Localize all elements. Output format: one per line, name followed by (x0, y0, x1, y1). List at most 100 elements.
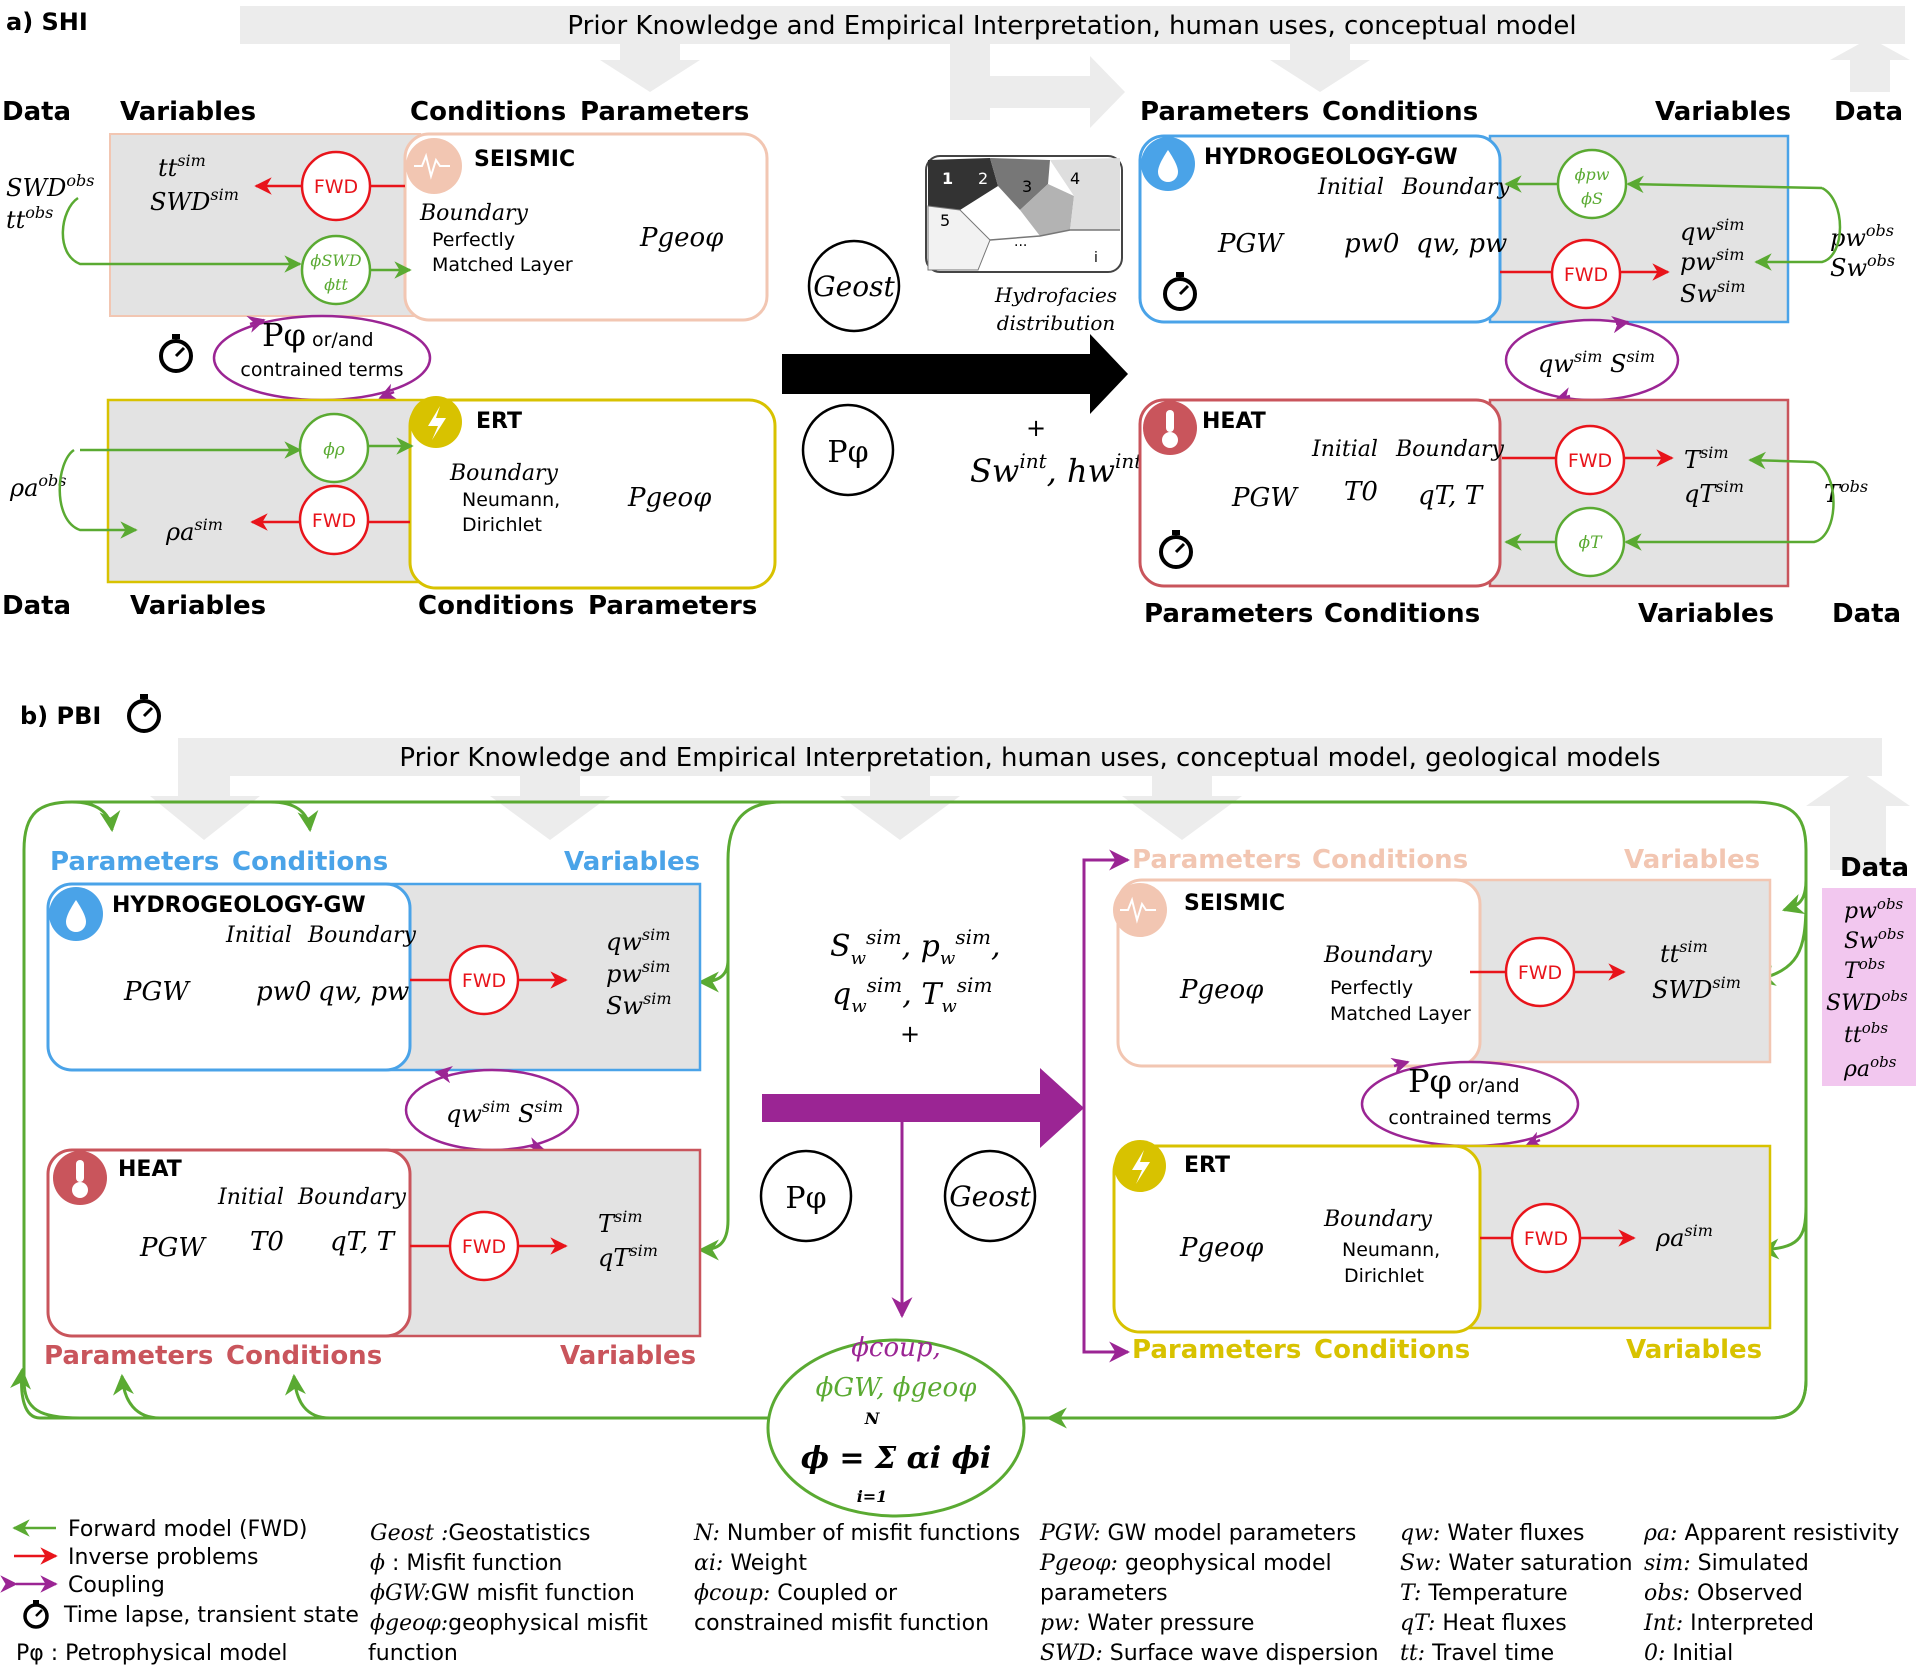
panel-b-data-tt: ttobs (1844, 1019, 1888, 1048)
ert-a-cond-line3: Dirichlet (462, 514, 542, 536)
coupling-b-arrow-up (1390, 1057, 1410, 1075)
legend-zero: 0: Initial (1644, 1641, 1733, 1666)
pphi-b-node (759, 1149, 853, 1243)
seismic-a-fwd-label: FWD (314, 176, 358, 198)
legend-pgw: PGW: GW model parameters (1039, 1521, 1356, 1546)
seismic-a-param: Pgeoφ (639, 223, 724, 253)
gw-b-hdr-conditions: Conditions (232, 847, 388, 877)
seismic-b-cond-line3: Matched Layer (1330, 1003, 1471, 1025)
seismic-a-data-to-misfit (61, 196, 302, 273)
gw-b-module-box (46, 882, 412, 1072)
thermometer-glyph-bulb (1162, 432, 1178, 448)
thermometer-glyph-bulb (72, 1182, 88, 1198)
seismic-b-hdr-variables: Variables (1624, 845, 1760, 875)
heat-a-hdr-data: Data (1832, 599, 1901, 629)
heat-b-init: T0 (250, 1227, 284, 1257)
facies-label-more: ... (1014, 234, 1027, 250)
banner-b-down-1 (150, 776, 260, 840)
heat-a-module-box (1138, 398, 1502, 588)
ert-module-b: ERT Pgeoφ Boundary Neumann, Dirichlet FW… (1112, 1140, 1772, 1365)
seismic-a-var-swd: SWDsim (150, 185, 239, 216)
gw-heat-coupling-b-arrow-up (434, 1065, 453, 1084)
heat-a-param: PGW (1231, 483, 1299, 513)
thermometer-glyph-stem (1166, 410, 1174, 432)
pphi-b-label: Pφ (785, 1181, 826, 1216)
facies-label-i: i (1094, 250, 1098, 266)
ert-b-hdr-parameters: Parameters (1132, 1335, 1301, 1365)
gw-a-module-box (1138, 134, 1502, 324)
heat-a-data-t: Tobs (1824, 477, 1868, 508)
misfit-sum-bottom: i=1 (857, 1487, 888, 1506)
ert-a-hdr-parameters: Parameters (588, 591, 757, 621)
gw-a-var-pw: pwsim (1680, 245, 1744, 276)
panel-b-banner-text: Prior Knowledge and Empirical Interpreta… (399, 743, 1660, 773)
heat-b-param: PGW (139, 1233, 207, 1263)
stopwatch-icon (23, 1600, 49, 1629)
legend-qw: qw: Water fluxes (1400, 1521, 1585, 1546)
heat-b-var-qt: qTsim (598, 1241, 658, 1272)
panel-b-middle: Swsim, pwsim, qwsim, Twsim + Pφ Geost ϕc… (759, 849, 1131, 1518)
legend-timelapse: Time lapse, transient state (63, 1603, 359, 1628)
gw-a-param: PGW (1217, 229, 1285, 259)
panel-a-label: a) SHI (6, 8, 88, 36)
loop-bottom-right (1769, 1379, 1808, 1420)
heat-a-cond-initial: Initial (1311, 437, 1378, 462)
seismic-a-hdr-parameters: Parameters (580, 97, 749, 127)
gw-a-fwd-node (1550, 238, 1622, 310)
legend-inverse: Inverse problems (68, 1545, 259, 1570)
loop-to-data (1782, 879, 1808, 914)
gw-heat-coupling-a: qwsim Ssim (1504, 315, 1680, 405)
ert-a-cond-line2: Neumann, (462, 489, 560, 511)
facies-label-3: 3 (1022, 177, 1032, 196)
gw-b-fwd-label: FWD (462, 970, 506, 992)
heat-b-module-box (46, 1148, 412, 1338)
misfit-sum: ϕ = Σ αi ϕi (801, 1441, 992, 1476)
legend-qt: qT: Heat fluxes (1400, 1611, 1567, 1636)
panel-a-banner (240, 6, 1905, 44)
heat-b-bnd: qT, T (330, 1227, 396, 1257)
panel-b-arrow-to-seismic (1082, 849, 1131, 1108)
facies-zone-4 (1050, 158, 1120, 230)
seismic-wave-glyph (1120, 896, 1156, 924)
gw-heat-coupling-b-text: qwsim Ssim (446, 1097, 563, 1128)
ert-a-hdr-conditions: Conditions (418, 591, 574, 621)
panel-b-data-column: Data pwobs Swobs Tobs SWDobs ttobs ρaobs (1822, 853, 1916, 1086)
coupling-a-arrow-up (246, 315, 266, 333)
legend-pgeo: Pgeoφ: geophysical model (1039, 1551, 1332, 1576)
gw-a-misfit-s: ϕS (1581, 189, 1603, 208)
banner-down-arrow-1 (600, 44, 700, 92)
coupling-b-constrained: contrained terms (1388, 1107, 1551, 1129)
ert-a-hdr-variables: Variables (130, 591, 266, 621)
panel-b-arrow-to-ert (1082, 1108, 1131, 1363)
seismic-module-a: Data Variables Conditions Parameters SEI… (2, 97, 769, 322)
legend-int: Int: Interpreted (1643, 1611, 1814, 1636)
legend-col3: N: Number of misfit functions αi: Weight… (693, 1521, 1020, 1636)
lightning-glyph (428, 406, 446, 440)
panel-b-data-box (1822, 888, 1916, 1086)
gw-a-cond-boundary: Boundary (1401, 175, 1510, 200)
gw-b-hdr-variables: Variables (564, 847, 700, 877)
water-drop-glyph (1158, 150, 1178, 182)
seismic-b-param: Pgeoφ (1179, 975, 1264, 1005)
loop-to-heat-conditions (284, 1373, 331, 1420)
legend-phi: ϕ : Misfit function (370, 1551, 562, 1576)
stopwatch-icon (159, 334, 193, 373)
stopwatch-icon (1163, 272, 1197, 311)
seismic-a-cond-line3: Matched Layer (432, 254, 573, 276)
coupling-a-constrained: contrained terms (240, 359, 403, 381)
seismic-b-hdr-parameters: Parameters (1132, 845, 1301, 875)
legend-phi-gw: ϕGW:GW misfit function (370, 1581, 635, 1606)
pphi-a-label: Pφ (827, 435, 868, 470)
coupling-a: Pφ or/and contrained terms (159, 314, 432, 402)
seismic-a-cond-line2: Perfectly (432, 229, 515, 251)
coupling-b: Pφ or/and contrained terms (1360, 1057, 1580, 1148)
panel-b-data-sw: Swobs (1844, 925, 1905, 954)
gw-b-param: PGW (123, 977, 191, 1007)
misfit-sum-top: N (864, 1409, 881, 1428)
facies-zone-5 (927, 205, 991, 271)
misfit-gw-geo: ϕGW, ϕgeoφ (816, 1373, 978, 1403)
ert-a-param: Pgeoφ (627, 483, 712, 513)
facies-zone-3 (1020, 184, 1074, 236)
panel-b-data-pw: pwobs (1844, 895, 1904, 924)
